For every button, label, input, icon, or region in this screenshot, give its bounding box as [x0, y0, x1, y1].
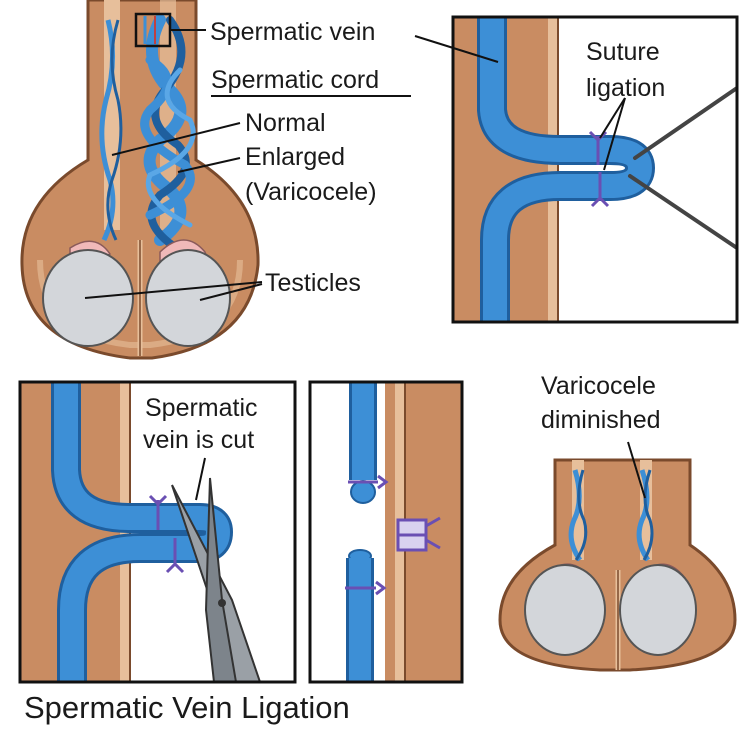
vein-cut-panel: Spermatic vein is cut: [18, 380, 297, 684]
enlarged-varicocele: [140, 14, 196, 249]
diminished-result: Varicocele diminished: [498, 372, 737, 672]
suture-knot-icon: [345, 474, 389, 596]
suture-label: Suture: [586, 38, 660, 66]
leader-lines: [84, 29, 263, 301]
vein-cut-label-line1: Spermatic: [145, 394, 258, 422]
vein-cut-label-line2: vein is cut: [143, 426, 254, 454]
spermatic-cord-label: Spermatic cord: [211, 66, 379, 94]
ligation-label: ligation: [586, 74, 665, 102]
normal-label: Normal: [245, 109, 326, 137]
anatomy-overview: Spermatic vein Spermatic cord Normal Enl…: [20, 0, 411, 360]
diminished-veins: [568, 469, 654, 562]
scissors-icon: [171, 477, 262, 682]
left-testicle-after: [524, 564, 606, 656]
suture-knot-icon: [588, 130, 610, 208]
testicles-label: Testicles: [265, 269, 361, 297]
enlarged-label: Enlarged: [245, 143, 345, 171]
diminished-label-line2: diminished: [541, 406, 661, 434]
right-testicle-after: [619, 564, 697, 656]
surgical-clip-icon: [396, 516, 441, 552]
right-testicle: [145, 249, 231, 347]
varicocele-label: (Varicocele): [245, 178, 377, 206]
forceps-icon: [628, 86, 737, 250]
spermatic-vein-label: Spermatic vein: [210, 18, 375, 46]
diagram-title: Spermatic Vein Ligation: [24, 690, 350, 725]
suture-ligation-panel: Suture ligation: [414, 15, 739, 324]
suture-knot-icon: [148, 494, 185, 574]
diminished-label-line1: Varicocele: [541, 372, 656, 400]
ligated-ends-panel: [308, 380, 464, 684]
normal-vein: [99, 19, 123, 242]
